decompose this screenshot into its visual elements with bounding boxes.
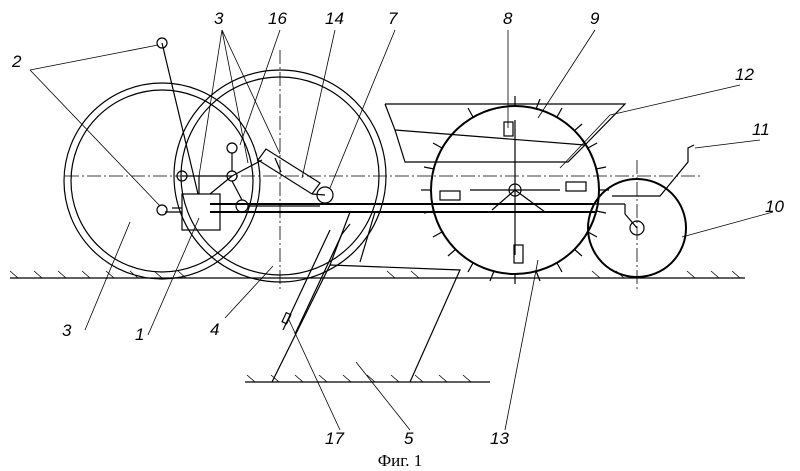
label-5: 5 xyxy=(404,429,414,448)
frame xyxy=(165,203,638,229)
label-10: 10 xyxy=(765,197,784,216)
label-8: 8 xyxy=(503,9,513,28)
label-9: 9 xyxy=(590,9,600,28)
label-16: 16 xyxy=(268,9,287,28)
handle xyxy=(612,144,695,197)
label-11: 11 xyxy=(752,120,770,139)
hydraulic-cylinder xyxy=(257,148,326,196)
support-wheel xyxy=(587,178,687,278)
label-13: 13 xyxy=(490,429,509,448)
wheel-right xyxy=(173,69,387,283)
label-3-top: 3 xyxy=(214,9,224,28)
ground-furrow xyxy=(245,374,490,383)
label-3-bottom: 3 xyxy=(62,321,72,340)
label-17: 17 xyxy=(325,429,344,448)
wheel-left xyxy=(63,82,261,280)
leader-lines xyxy=(29,29,774,431)
label-4: 4 xyxy=(210,320,219,339)
control-block xyxy=(172,176,221,231)
label-2: 2 xyxy=(11,52,22,71)
seeding-drum xyxy=(421,96,609,284)
label-7: 7 xyxy=(388,9,398,28)
seed-tube xyxy=(281,223,351,335)
label-1: 1 xyxy=(135,325,144,344)
label-12: 12 xyxy=(735,65,754,84)
seed-hopper xyxy=(384,103,627,163)
label-14: 14 xyxy=(325,9,344,28)
linkage xyxy=(156,37,334,216)
figure-caption: Фиг. 1 xyxy=(378,451,423,470)
